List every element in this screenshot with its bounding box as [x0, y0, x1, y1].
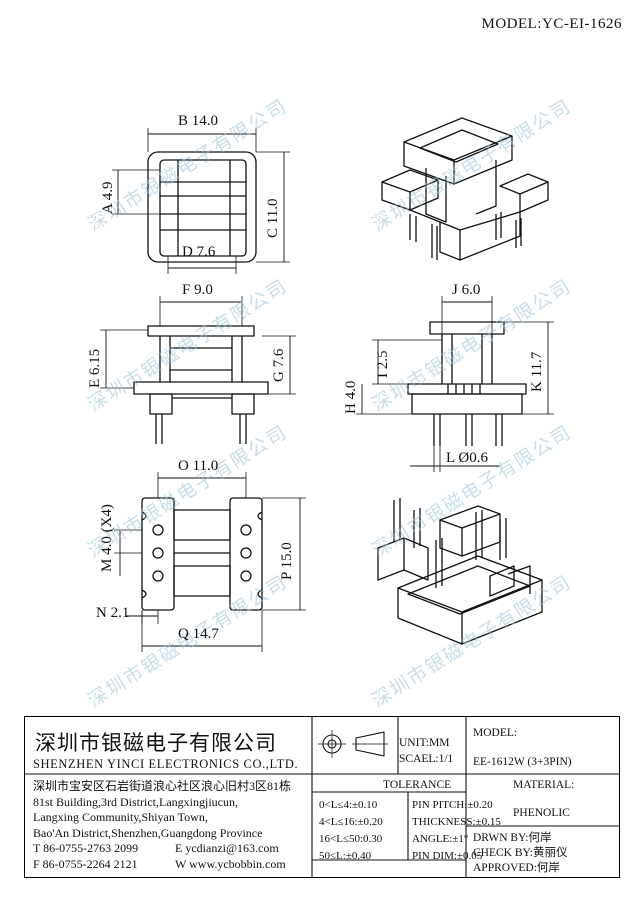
isometric-view-top: [381, 117, 549, 261]
dim-e: E 6.15: [87, 348, 103, 388]
dim-j: J 6.0: [452, 282, 481, 298]
pin-spec-row: ANGLE:±1°: [412, 833, 469, 845]
model-value: EE-1612W (3+3PIN): [473, 756, 572, 768]
fax: F 86-0755-2264 2121: [33, 857, 138, 871]
material-value: PHENOLIC: [513, 807, 570, 819]
dim-m: M 4.0 (X4): [99, 504, 115, 572]
dim-h: H 4.0: [343, 380, 359, 414]
front-view: [100, 296, 296, 444]
email: E ycdianzi@163.com: [175, 841, 279, 855]
address-line: 81st Building,3rd District,Langxingjiucu…: [33, 794, 238, 809]
dim-f: F 9.0: [182, 282, 213, 298]
bottom-view: [114, 472, 306, 652]
unit-label: UNIT:MM: [399, 737, 450, 749]
drawn-by: DRWN BY:何岸: [473, 832, 552, 844]
website: W www.ycbobbin.com: [175, 857, 286, 871]
checked-by: CHECK BY:黄丽仪: [473, 847, 568, 859]
dim-b: B 14.0: [178, 113, 219, 129]
dim-p: P 15.0: [279, 542, 295, 580]
dim-o: O 11.0: [178, 458, 219, 474]
company-name-cn: 深圳市银磁电子有限公司: [35, 731, 277, 755]
tolerance-row: 50≤L:±0.40: [319, 850, 372, 862]
tolerance-list: 0<L≤4:±0.10 4<L≤16:±0.20 16<L≤50:0.30 50…: [319, 797, 383, 865]
model-number-top: MODEL:YC-EI-1626: [481, 16, 622, 32]
dim-d: D 7.6: [182, 244, 216, 260]
top-view: [112, 128, 290, 274]
title-block-lines: [24, 716, 620, 878]
address-line: Bao'An District,Shenzhen,Guangdong Provi…: [33, 825, 263, 840]
isometric-view-bottom: [377, 498, 543, 645]
pin-spec-row: PIN DIM:±0.05: [412, 850, 483, 862]
dim-g: G 7.6: [271, 348, 287, 382]
title-block: 深圳市银磁电子有限公司 SHENZHEN YINCI ELECTRONICS C…: [24, 716, 620, 878]
address-line: Langxing Community,Shiyan Town,: [33, 810, 208, 824]
dim-l: L Ø0.6: [446, 450, 488, 466]
address-block: 深圳市宝安区石岩街道浪心社区浪心旧村3区81栋 81st Building,3r…: [33, 779, 291, 841]
address-line-cn: 深圳市宝安区石岩街道浪心社区浪心旧村3区81栋: [33, 779, 292, 793]
tolerance-label: TOLERANCE: [383, 779, 452, 791]
dim-n: N 2.1: [96, 605, 130, 621]
tolerance-row: 4<L≤16:±0.20: [319, 816, 383, 828]
dim-k: K 11.7: [529, 351, 545, 392]
signatures: DRWN BY:何岸 CHECK BY:黄丽仪 APPROVED:何岸: [473, 831, 567, 876]
side-view: [356, 296, 554, 472]
pin-spec-list: PIN PITCH:±0.20 THICKNESS:±0.15 ANGLE:±1…: [412, 797, 501, 865]
tolerance-row: 16<L≤50:0.30: [319, 833, 383, 845]
scale-label: SCAEL:1/1: [399, 753, 454, 765]
pin-spec-row: PIN PITCH:±0.20: [412, 799, 493, 811]
pin-spec-row: THICKNESS:±0.15: [412, 816, 501, 828]
phone: T 86-0755-2763 2099: [33, 841, 139, 855]
dim-a: A 4.9: [100, 181, 116, 214]
dim-i: I 2.5: [375, 350, 391, 379]
approved-by: APPROVED:何岸: [473, 862, 560, 874]
tolerance-row: 0<L≤4:±0.10: [319, 799, 378, 811]
model-label: MODEL:: [473, 727, 518, 739]
material-label: MATERIAL:: [513, 779, 575, 791]
dim-c: C 11.0: [265, 198, 281, 238]
company-name-en: SHENZHEN YINCI ELECTRONICS CO.,LTD.: [33, 757, 299, 771]
dim-q: Q 14.7: [178, 626, 219, 642]
